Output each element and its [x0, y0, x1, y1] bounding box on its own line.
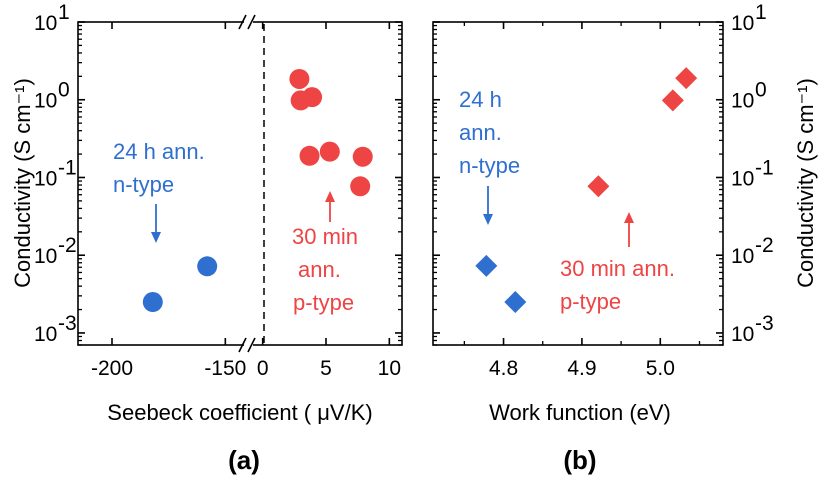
annotation-a-red-line-3: p-type	[293, 290, 354, 315]
ytick-label-exp: -2	[755, 234, 774, 257]
xtick-label: 4.9	[567, 357, 596, 380]
ytick-label-exp: -3	[58, 312, 77, 335]
data-point-red	[675, 67, 698, 90]
data-point-red	[299, 145, 320, 166]
ytick-label-base: 10	[731, 245, 754, 268]
axis-break-slash	[247, 337, 256, 353]
data-point-red	[350, 176, 371, 197]
annotation-a-blue-line-1: 24 h ann.	[113, 139, 205, 164]
data-point-red	[289, 68, 310, 89]
xtick-label: 0	[257, 357, 269, 380]
annotation-b-blue-arrowhead	[483, 214, 493, 225]
annotation-b-red-line-2: p-type	[560, 289, 621, 314]
xtick-label: 4.8	[489, 357, 518, 380]
panel-b-label: (b)	[563, 445, 596, 475]
ytick-label-base: 10	[731, 167, 754, 190]
ytick-label-exp: 1	[755, 1, 767, 24]
annotation-a-blue-arrowhead	[151, 232, 161, 243]
panel-b-xlabel: Work function (eV)	[489, 400, 671, 425]
annotation-b-blue-line-1: 24 h	[459, 87, 502, 112]
annotation-b-red-arrowhead	[624, 212, 634, 223]
data-point-blue	[475, 254, 498, 277]
ytick-label-exp: 0	[755, 79, 767, 102]
ytick-label-base: 10	[34, 167, 57, 190]
axis-break-gap-top	[244, 19, 253, 25]
ytick-label-base: 10	[34, 323, 57, 346]
data-point-red	[302, 87, 323, 108]
xtick-label: 10	[378, 357, 401, 380]
data-point-red	[319, 141, 340, 162]
ytick-label-exp: -1	[58, 156, 77, 179]
data-point-blue	[197, 256, 218, 277]
annotation-b-blue-line-2: ann.	[459, 120, 502, 145]
ytick-label-base: 10	[34, 12, 57, 35]
axis-break-slash	[238, 14, 247, 30]
axis-break-slash	[238, 337, 247, 353]
annotation-b-red-line-1: 30 min ann.	[560, 256, 675, 281]
panel-a-label: (a)	[228, 445, 260, 475]
panel-b-frame	[432, 21, 724, 346]
ytick-label-exp: -2	[58, 234, 77, 257]
annotation-a-red-line-1: 30 min	[292, 224, 358, 249]
panel-b-ylabel: Conductivity (S cm⁻¹)	[793, 78, 818, 288]
data-point-blue	[142, 292, 163, 313]
ytick-label-base: 10	[34, 90, 57, 113]
xtick-label: -200	[91, 357, 133, 380]
data-point-red	[587, 175, 610, 198]
data-point-red	[352, 146, 373, 167]
panel-a-xlabel: Seebeck coefficient ( μV/K)	[107, 400, 372, 425]
data-point-red	[661, 89, 684, 112]
xtick-label: 5.0	[646, 357, 675, 380]
axis-break-gap-bottom	[244, 342, 253, 348]
ytick-label-exp: -1	[755, 156, 774, 179]
ytick-label-base: 10	[731, 90, 754, 113]
annotation-b-blue-line-3: n-type	[459, 153, 520, 178]
data-point-blue	[504, 291, 527, 314]
ytick-label-base: 10	[34, 245, 57, 268]
ytick-label-base: 10	[731, 12, 754, 35]
ytick-label-exp: -3	[755, 312, 774, 335]
ytick-label-base: 10	[731, 323, 754, 346]
ytick-label-exp: 0	[58, 79, 70, 102]
xtick-label: -150	[204, 357, 246, 380]
ytick-label-exp: 1	[58, 1, 70, 24]
xtick-label: 5	[320, 357, 332, 380]
annotation-a-red-line-2: ann.	[298, 257, 341, 282]
annotation-a-red-arrowhead	[325, 191, 335, 202]
panel-a-frame	[77, 21, 403, 346]
panel-a-ylabel: Conductivity (S cm⁻¹)	[10, 78, 35, 288]
annotation-a-blue-line-2: n-type	[113, 172, 174, 197]
axis-break-slash	[247, 14, 256, 30]
